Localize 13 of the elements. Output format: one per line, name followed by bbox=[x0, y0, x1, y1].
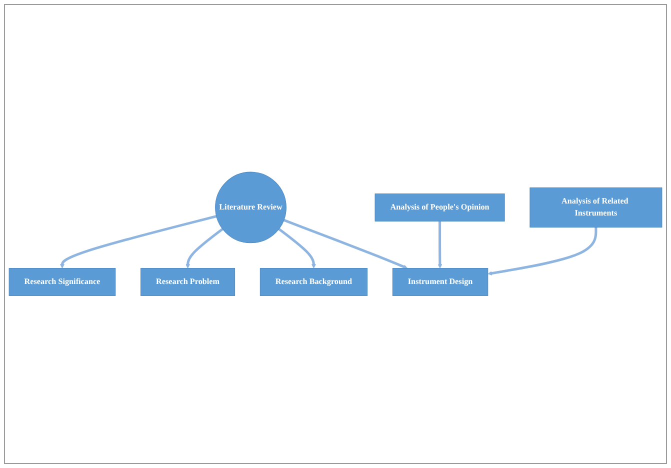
arrow bbox=[60, 215, 217, 269]
arrow bbox=[438, 221, 442, 269]
node-box: Research Significance bbox=[8, 268, 116, 296]
node-box: Research Background bbox=[260, 268, 368, 296]
node-box: Research Problem bbox=[140, 268, 236, 296]
arrow bbox=[278, 228, 316, 269]
arrow bbox=[186, 228, 224, 269]
node-circle: Literature Review bbox=[215, 172, 286, 244]
arrow bbox=[283, 219, 408, 269]
node-box: Analysis of People's Opinion bbox=[374, 194, 505, 222]
arrow bbox=[488, 227, 598, 276]
node-box: Analysis of Related Instruments bbox=[530, 188, 662, 228]
node-box: Instrument Design bbox=[392, 268, 488, 296]
